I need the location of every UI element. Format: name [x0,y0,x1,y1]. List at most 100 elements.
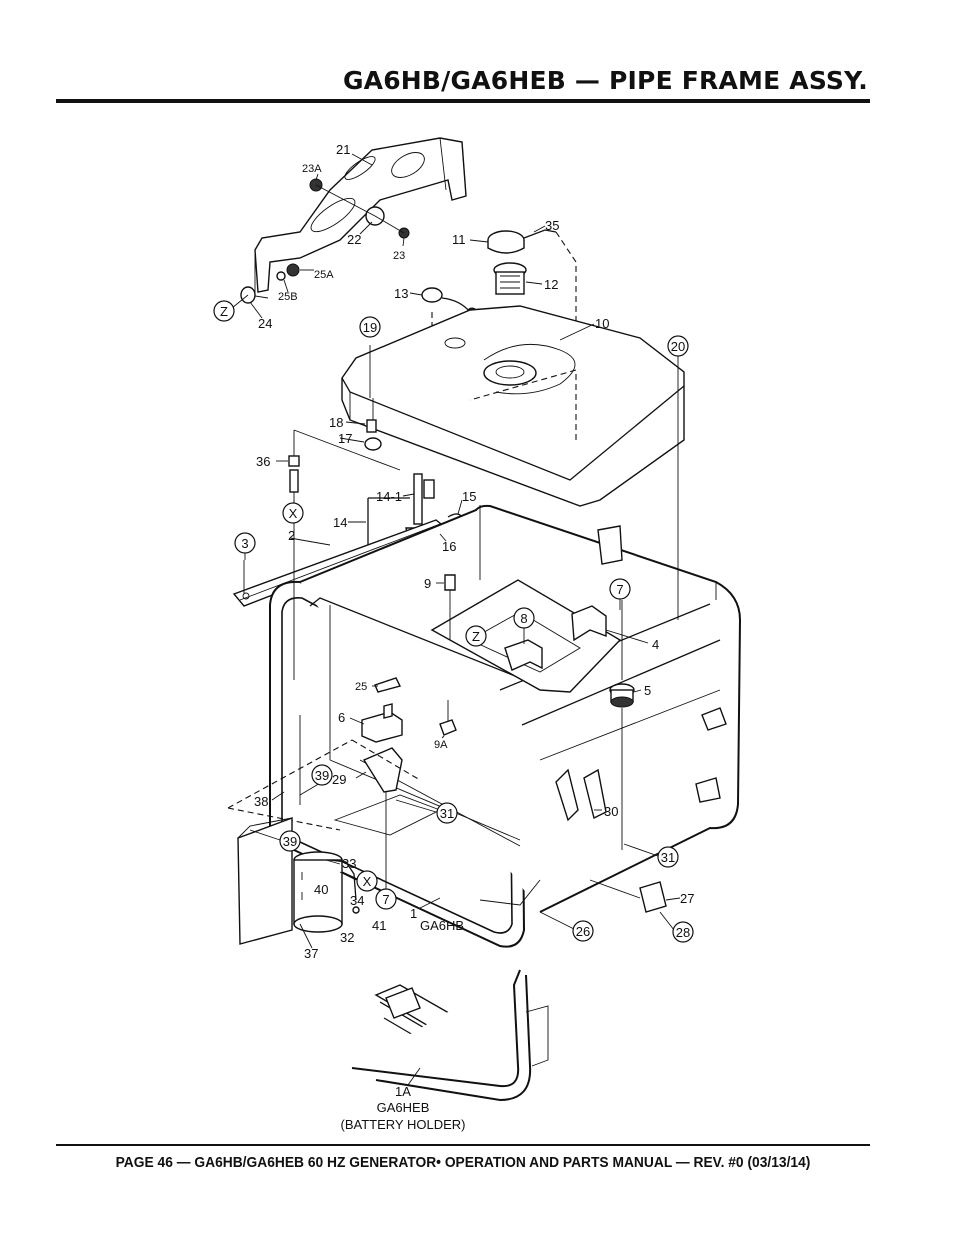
callout-23a: 23A [302,163,322,175]
svg-text:3: 3 [241,536,248,551]
battery-cover-37 [237,816,293,945]
callout-24: 24 [258,316,272,331]
fuel-tank-10 [341,305,685,507]
svg-text:7: 7 [616,582,623,597]
circled-28: 28 [672,921,694,943]
inset-model: GA6HEB [377,1100,430,1115]
callout-41: 41 [372,918,386,933]
callout-32: 32 [340,930,354,945]
callout-4: 4 [652,637,659,652]
circled-z-2: Z [465,625,487,647]
nut-41 [352,906,360,914]
bracket-21 [254,137,467,299]
callout-1: 1 [410,906,417,921]
callout-21: 21 [336,142,350,157]
callout-25a: 25A [314,269,334,281]
svg-text:28: 28 [676,925,690,940]
battery-32 [293,851,343,933]
page-footer: PAGE 46 — GA6HB/GA6HEB 60 HZ GENERATOR• … [115,1154,811,1171]
leader-lines [244,153,681,1086]
page-title: GA6HB/GA6HEB — PIPE FRAME ASSY. [342,66,868,95]
circled-39-b: 39 [279,830,301,852]
cushion-18 [366,419,377,433]
callout-25: 25 [355,681,367,693]
circled-31-b: 31 [657,846,679,868]
svg-text:39: 39 [283,834,297,849]
callout-40: 40 [314,882,328,897]
callout-9: 9 [424,576,431,591]
model-label-ga6hb: GA6HB [420,918,464,933]
callout-30: 30 [604,804,618,819]
washer-25b [276,271,286,281]
footer-rule [56,1144,870,1146]
svg-text:8: 8 [520,611,527,626]
svg-text:39: 39 [315,768,329,783]
spacer-36 [289,469,299,493]
callout-22: 22 [347,232,361,247]
callout-2: 2 [288,528,295,543]
callout-25b: 25B [278,291,298,303]
callout-15: 15 [462,489,476,504]
circled-x-2: X [356,870,378,892]
callout-35: 35 [545,218,559,233]
callout-18: 18 [329,415,343,430]
svg-text:26: 26 [576,924,590,939]
callout-33: 33 [342,856,356,871]
bracket-30b [583,768,607,820]
collar-36 [288,455,300,467]
header-rule [56,99,870,103]
circled-26: 26 [572,920,594,942]
circled-x-1: X [282,502,304,524]
callout-36: 36 [256,454,270,469]
mounting-plate-4 [430,579,622,693]
callout-14-1: 14-1 [376,489,402,504]
callout-6: 6 [338,710,345,725]
callout-11: 11 [452,232,466,247]
inset-description: (BATTERY HOLDER) [341,1117,466,1132]
callout-17: 17 [338,431,352,446]
svg-text:31: 31 [661,850,675,865]
circled-3: 3 [234,532,256,554]
bracket-30a [555,768,579,822]
svg-text:Z: Z [220,304,228,319]
circled-8: 8 [513,607,535,629]
grommet-17 [364,437,382,451]
circled-19: 19 [359,316,381,338]
cable-34 [329,859,357,901]
callout-16: 16 [442,539,456,554]
svg-text:20: 20 [671,339,685,354]
callout-27: 27 [680,891,694,906]
circled-z-1: Z [213,300,235,322]
inset-part-number: 1A [395,1084,411,1099]
svg-text:7: 7 [382,892,389,907]
circled-7-b: 7 [375,888,397,910]
circled-20: 20 [667,335,689,357]
fuel-cap-11 [487,229,557,254]
nut-25a [286,263,300,277]
svg-text:31: 31 [440,806,454,821]
svg-text:19: 19 [363,320,377,335]
callout-29: 29 [332,772,346,787]
callout-38: 38 [254,794,268,809]
bolt-9 [444,574,456,591]
callout-9a: 9A [434,739,448,751]
bolt-25 [374,677,402,693]
battery-holder-1a [351,969,549,1102]
callout-23: 23 [393,250,405,262]
bracket-27 [639,881,667,913]
callout-10: 10 [595,316,609,331]
circled-39-a: 39 [311,764,333,786]
circled-31-a: 31 [436,802,458,824]
circled-7-a: 7 [609,578,631,600]
callout-34: 34 [350,893,364,908]
bracket-29 [362,747,403,793]
callout-12: 12 [544,277,558,292]
callout-13: 13 [394,286,408,301]
callout-37: 37 [304,946,318,961]
callout-14: 14 [333,515,347,530]
svg-text:X: X [289,506,298,521]
svg-text:Z: Z [472,629,480,644]
rubber-mount-5 [609,683,635,708]
strainer-12 [493,262,527,295]
